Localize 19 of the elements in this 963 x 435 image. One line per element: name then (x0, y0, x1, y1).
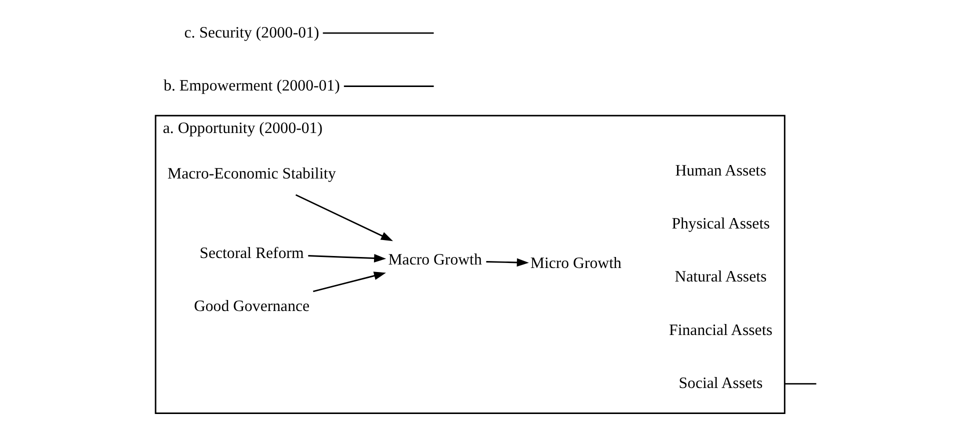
node-text: Financial Assets (668, 322, 772, 339)
node-text: Good Governance (193, 298, 310, 316)
connector (784, 383, 816, 385)
node-text: Physical Assets (671, 215, 770, 232)
arrow (294, 194, 393, 242)
connector (343, 86, 434, 87)
node-text: Human Assets (674, 162, 766, 180)
connector (322, 32, 434, 34)
node-text: Sectoral Reform (199, 244, 304, 262)
node-text: b. Empowerment (2000-01) (163, 77, 340, 94)
arrow (312, 272, 386, 292)
node-text: Macro-Economic Stability (167, 166, 336, 183)
node-text: Natural Assets (674, 268, 766, 286)
arrow (308, 254, 386, 262)
node-text: Micro Growth (530, 255, 621, 272)
arrow (486, 258, 528, 267)
node-text: Macro Growth (388, 252, 482, 269)
node-text: c. Security (2000-01) (184, 24, 319, 42)
node-text: Social Assets (678, 375, 762, 392)
